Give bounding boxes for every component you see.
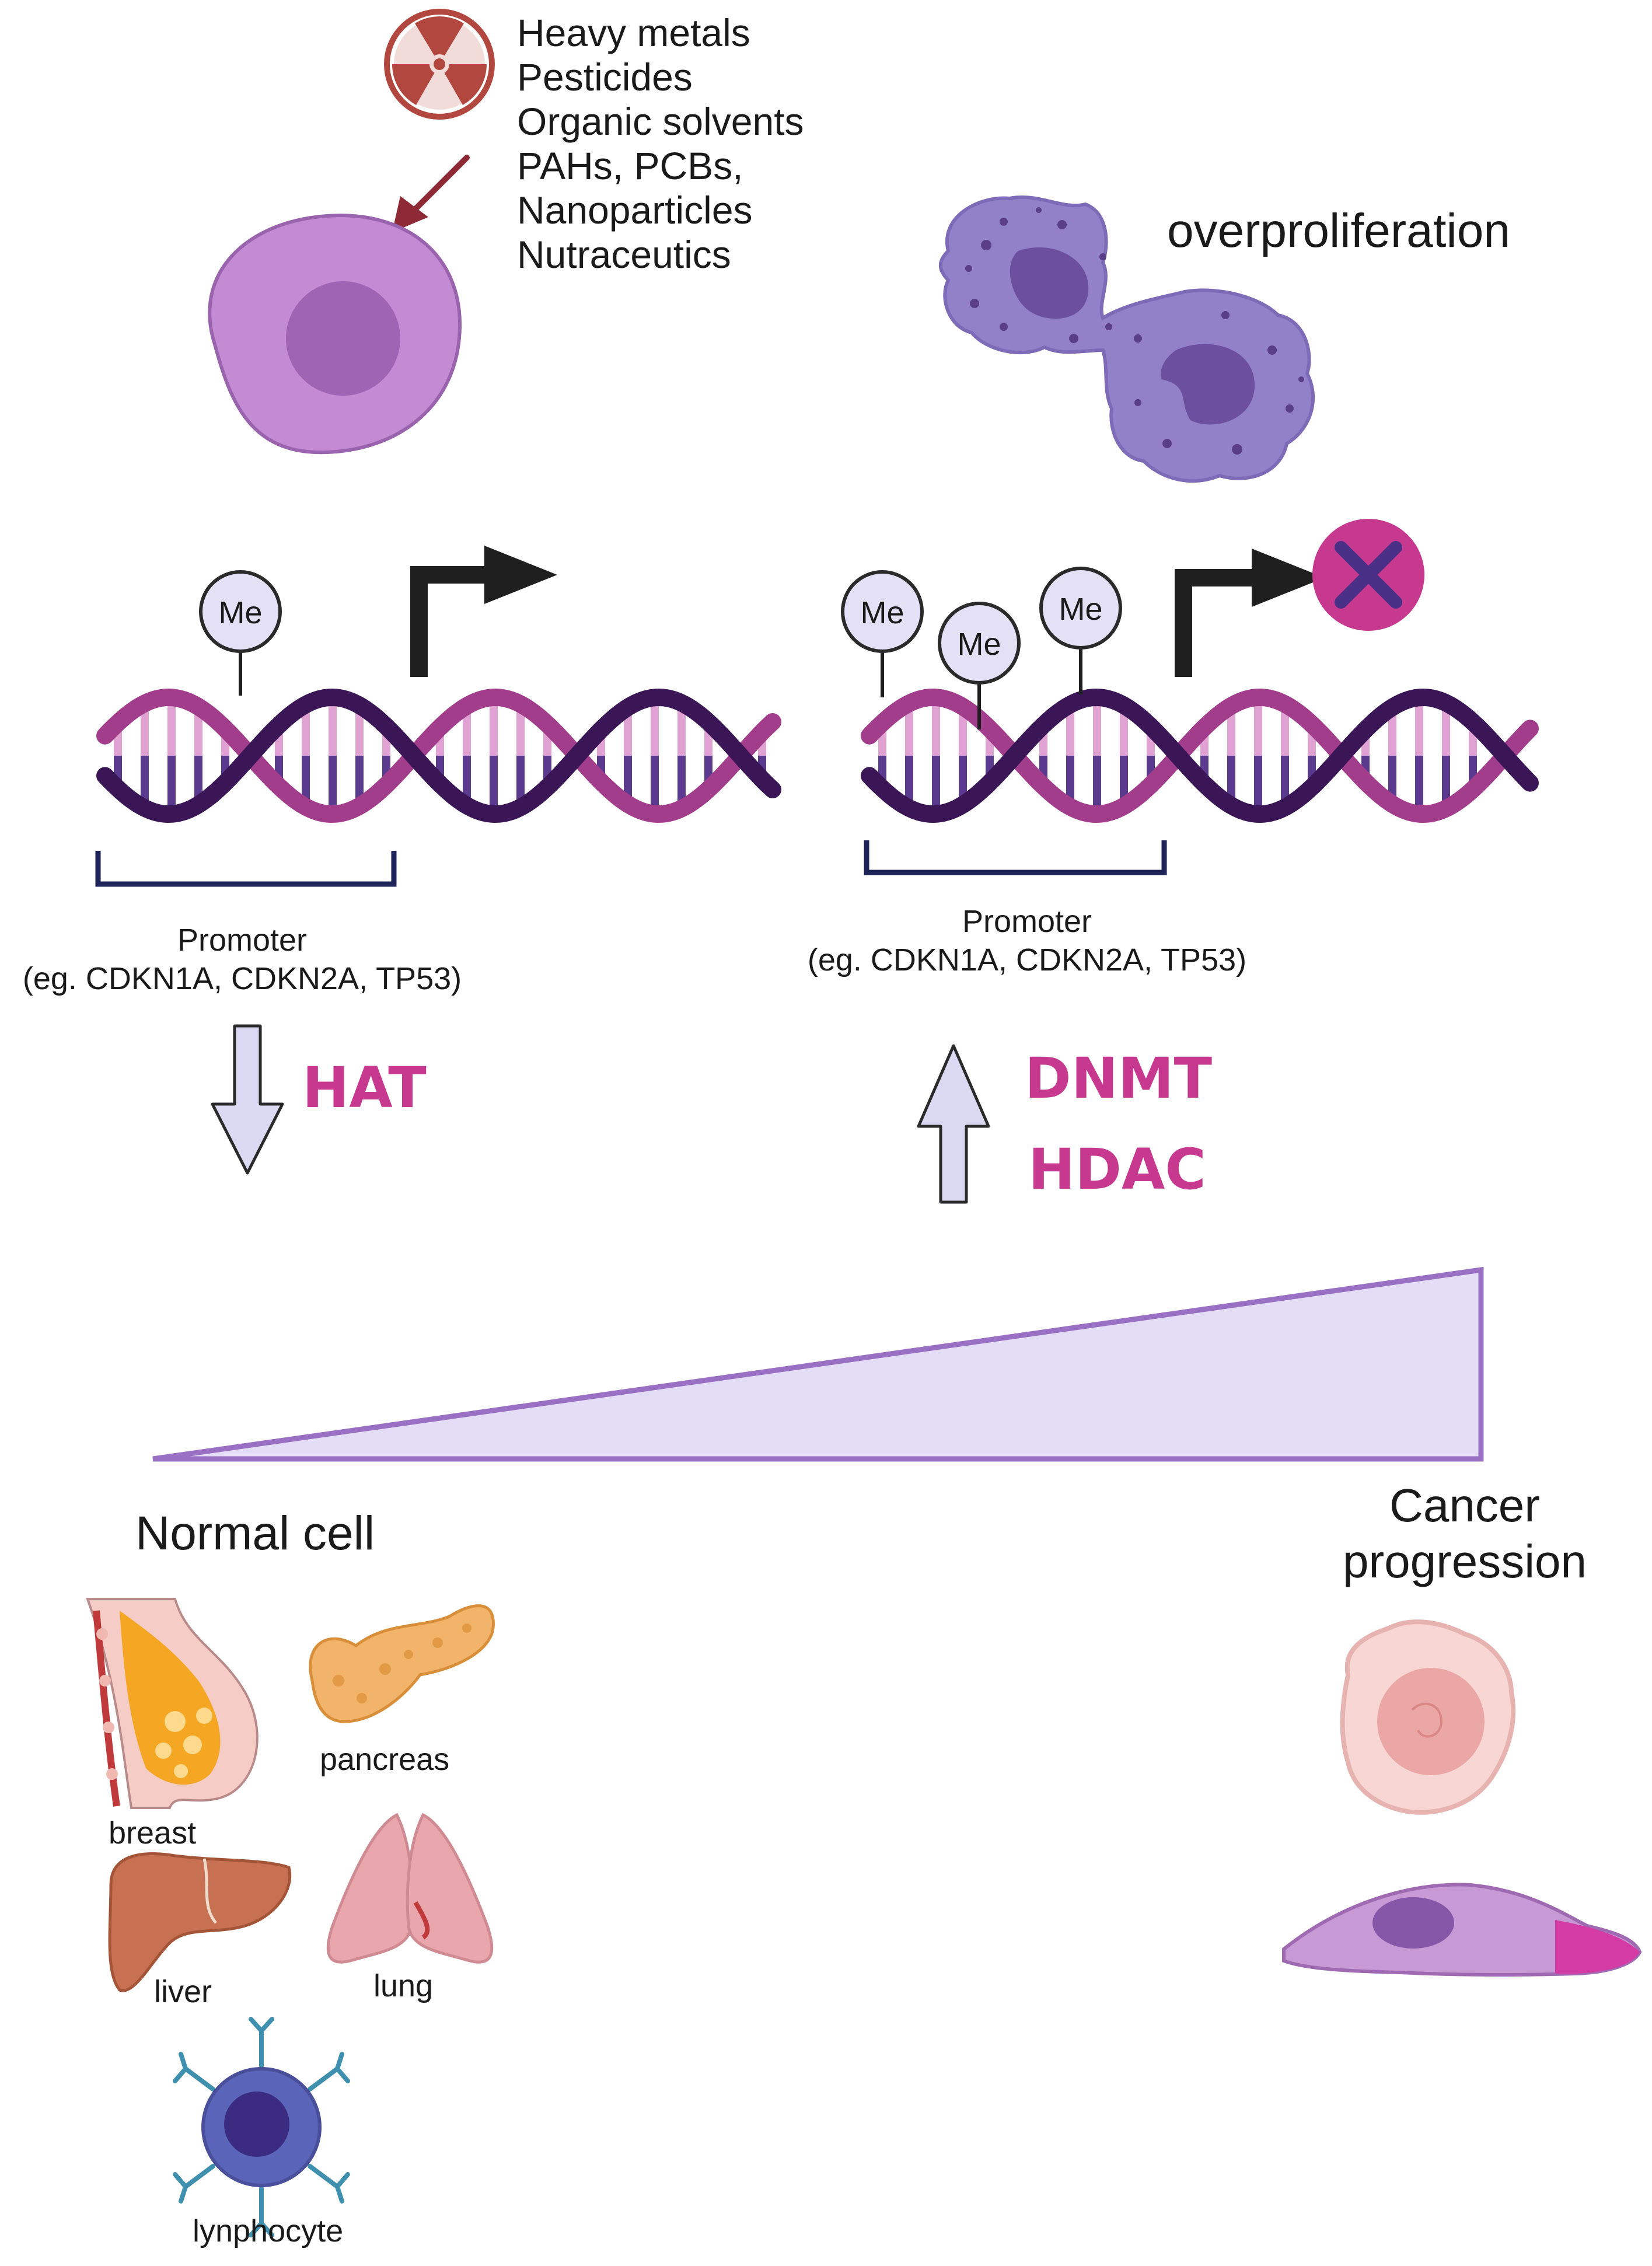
- lung-illustration: [326, 1813, 494, 1964]
- methyl-label: Me: [957, 627, 1001, 662]
- promoter-bracket-right: [864, 840, 1167, 875]
- pancreas-illustration: [309, 1604, 495, 1723]
- cancer-progression-label: Cancer progression: [1342, 1479, 1587, 1587]
- cancer-cell-illustration: [1340, 1619, 1516, 1815]
- promoter-bracket-left: [95, 851, 397, 887]
- exposure-agent: Nanoparticles: [517, 188, 753, 232]
- exposure-agent: Pesticides: [517, 55, 693, 99]
- breast-illustration: [86, 1598, 259, 1810]
- x-mark-icon: [1312, 519, 1424, 631]
- enzyme-label-hdac: HDAC: [1028, 1137, 1206, 1202]
- methyl-label: Me: [860, 595, 904, 630]
- methyl-group: [938, 602, 1021, 729]
- promoter-genes: (eg. CDKN1A, CDKN2A, TP53): [22, 961, 462, 996]
- exposure-agent: Nutraceutics: [517, 233, 731, 276]
- dna-strand: [96, 688, 781, 823]
- methyl-group: [841, 570, 924, 697]
- normal-cell-label: Normal cell: [135, 1507, 375, 1560]
- migrating-cell-illustration: [1282, 1883, 1642, 1977]
- normal-cell-illustration: [208, 214, 462, 455]
- methyl-group: [1039, 567, 1122, 694]
- exposure-agent: PAHs, PCBs,: [517, 144, 743, 187]
- dna-helix-left: [96, 688, 781, 823]
- liver-illustration: [108, 1852, 292, 1992]
- methyl-group: [199, 570, 282, 696]
- exposure-agent: Heavy metals: [517, 11, 750, 54]
- down-arrow-icon: [211, 1024, 284, 1175]
- promoter-title: Promoter: [177, 923, 308, 958]
- enzyme-label-dnmt: DNMT: [1025, 1046, 1213, 1111]
- enzyme-label-hat: HAT: [302, 1055, 427, 1120]
- dna-strand: [861, 688, 1539, 823]
- dna-helix-right: [861, 688, 1539, 823]
- organ-label-liver: liver: [154, 1974, 212, 2009]
- transcription-arrow-right: [1175, 549, 1325, 677]
- organ-label-lymphocyte: lynphocyte: [193, 2213, 344, 2248]
- promoter-genes: (eg. CDKN1A, CDKN2A, TP53): [807, 942, 1247, 977]
- organ-label-lung: lung: [373, 1968, 434, 2003]
- promoter-label-left: Promoter (eg. CDKN1A, CDKN2A, TP53): [0, 922, 484, 999]
- organ-label-breast: breast: [109, 1815, 197, 1850]
- dividing-cells-illustration: [938, 195, 1315, 483]
- progression-wedge: [152, 1266, 1484, 1462]
- transcription-arrow-left: [410, 546, 557, 677]
- exposure-agent-list: Heavy metals Pesticides Organic solvents…: [517, 11, 804, 277]
- lymphocyte-illustration: [173, 2017, 350, 2237]
- radiation-hazard-icon: [384, 9, 495, 120]
- dna-strand: [96, 688, 781, 823]
- overproliferation-label: overproliferation: [1167, 204, 1510, 257]
- up-arrow-icon: [917, 1044, 990, 1204]
- organ-label-pancreas: pancreas: [320, 1742, 450, 1777]
- methyl-label: Me: [1059, 592, 1102, 627]
- exposure-agent: Organic solvents: [517, 100, 804, 143]
- exposure-arrow: [392, 155, 470, 232]
- promoter-title: Promoter: [962, 904, 1092, 939]
- methyl-label: Me: [218, 595, 262, 630]
- promoter-label-right: Promoter (eg. CDKN1A, CDKN2A, TP53): [770, 903, 1284, 980]
